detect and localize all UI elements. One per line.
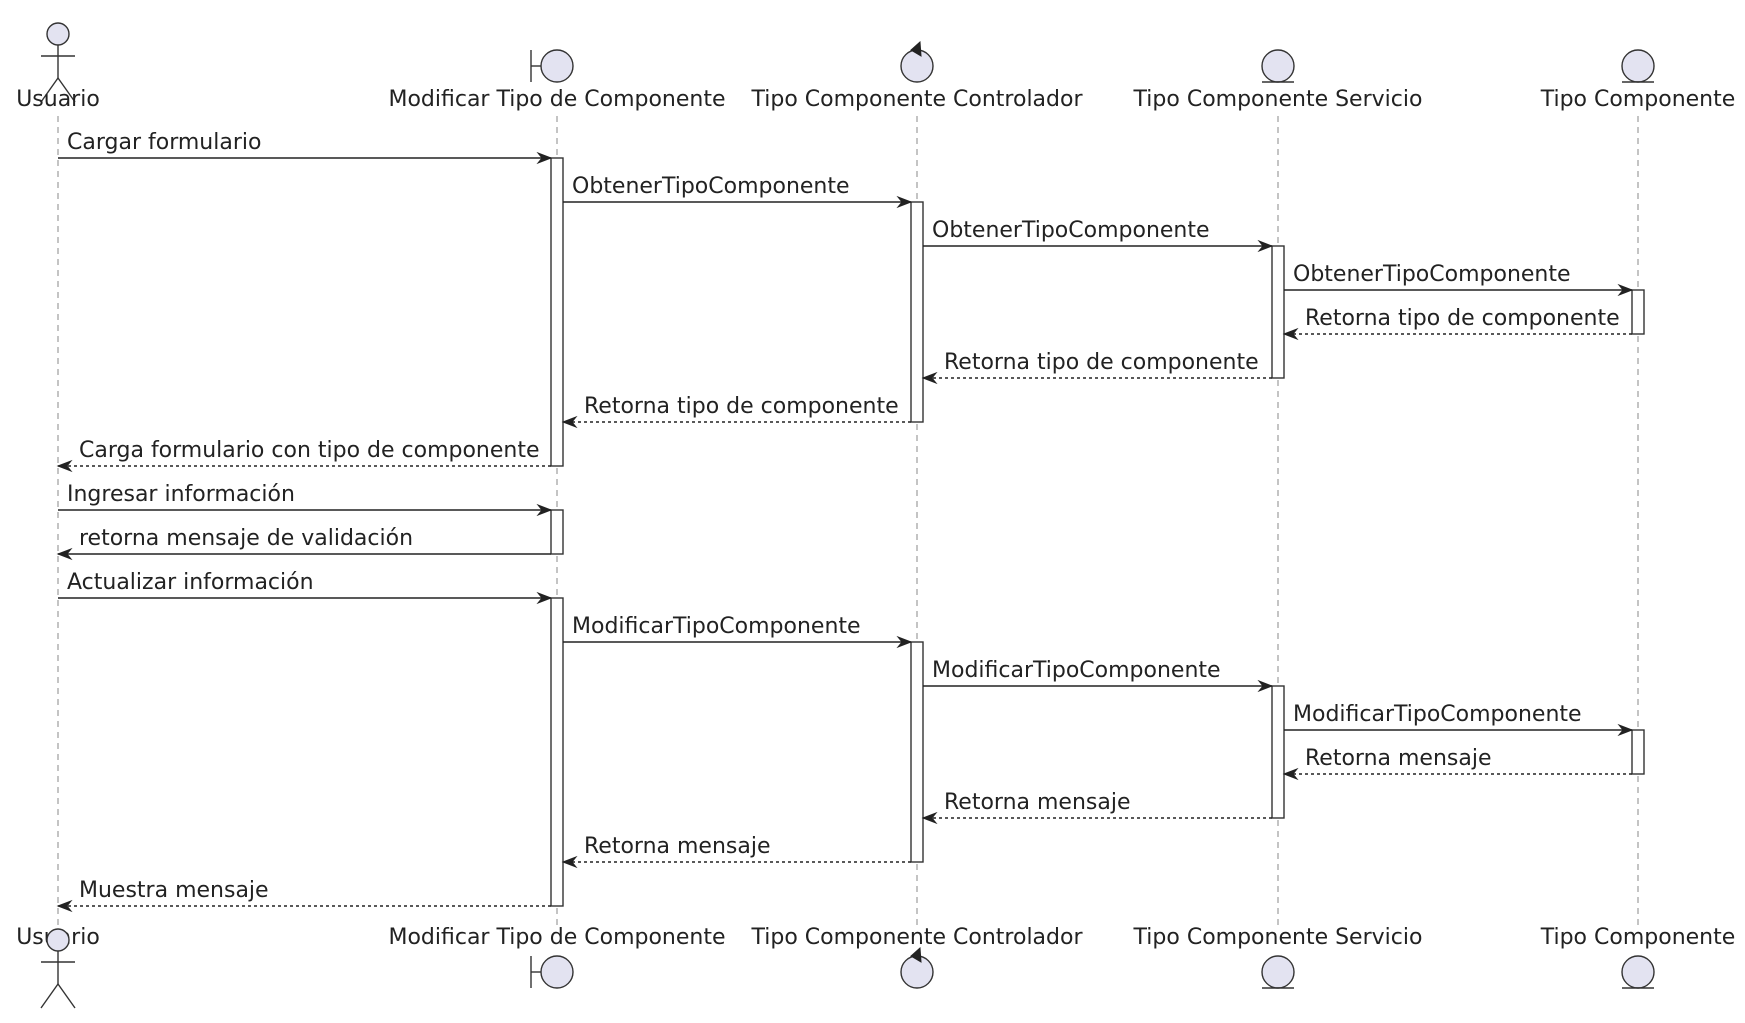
participant-label-bottom: Tipo Componente Controlador xyxy=(750,925,1083,950)
message-label: ObtenerTipoComponente xyxy=(1293,262,1571,287)
message-label: Retorna tipo de componente xyxy=(584,394,899,419)
boundary-icon xyxy=(530,955,574,989)
message: ModificarTipoComponente xyxy=(1284,702,1634,737)
arrowhead-icon xyxy=(561,415,578,429)
arrowhead-icon xyxy=(536,591,553,605)
message: ObtenerTipoComponente xyxy=(923,218,1274,253)
messages: Cargar formularioObtenerTipoComponenteOb… xyxy=(56,130,1634,913)
message-label: Retorna mensaje xyxy=(944,790,1131,815)
message: retorna mensaje de validación xyxy=(56,526,551,561)
entity-icon xyxy=(1621,49,1655,83)
message-label: ModificarTipoComponente xyxy=(572,614,861,639)
message: Carga formulario con tipo de componente xyxy=(56,438,551,473)
message-label: Cargar formulario xyxy=(67,130,261,155)
message: ObtenerTipoComponente xyxy=(1284,262,1634,297)
arrowhead-icon xyxy=(896,635,913,649)
message-label: retorna mensaje de validación xyxy=(79,526,413,551)
arrowhead-icon xyxy=(1257,239,1274,253)
arrowhead-icon xyxy=(921,371,938,385)
activation-bar-servicio xyxy=(1271,685,1285,819)
participant-label-top: Tipo Componente Servicio xyxy=(1133,87,1423,112)
arrowhead-icon xyxy=(1617,723,1634,737)
participant-headers: UsuarioUsuarioModificar Tipo de Componen… xyxy=(16,22,1736,1009)
arrowhead-icon xyxy=(1617,283,1634,297)
entity-icon xyxy=(1261,49,1295,83)
message: ObtenerTipoComponente xyxy=(563,174,913,209)
activation-bar-servicio xyxy=(1271,245,1285,379)
participant-label-top: Usuario xyxy=(16,87,100,112)
arrowhead-icon xyxy=(536,503,553,517)
message-label: ObtenerTipoComponente xyxy=(572,174,850,199)
message: Retorna mensaje xyxy=(561,834,911,869)
message-label: Retorna mensaje xyxy=(584,834,771,859)
arrowhead-icon xyxy=(1257,679,1274,693)
message-label: Retorna tipo de componente xyxy=(1305,306,1620,331)
participant-label-top: Modificar Tipo de Componente xyxy=(388,87,725,112)
activation-bar-modificar xyxy=(550,597,564,907)
message: Muestra mensaje xyxy=(56,878,551,913)
arrowhead-icon xyxy=(896,195,913,209)
control-icon xyxy=(900,946,934,989)
actor-icon xyxy=(40,22,76,103)
entity-icon xyxy=(1261,955,1295,989)
participant-label-top: Tipo Componente xyxy=(1540,87,1736,112)
message: Retorna tipo de componente xyxy=(561,394,911,429)
participant-label-bottom: Modificar Tipo de Componente xyxy=(388,925,725,950)
arrowhead-icon xyxy=(56,547,73,561)
activation-bar-tipo xyxy=(1631,729,1645,775)
message: Retorna mensaje xyxy=(921,790,1272,825)
participant-label-bottom: Tipo Componente Servicio xyxy=(1133,925,1423,950)
lifelines xyxy=(57,116,1639,930)
message-label: Muestra mensaje xyxy=(79,878,269,903)
arrowhead-icon xyxy=(1282,327,1299,341)
activation-bar-modificar xyxy=(550,157,564,467)
message: Retorna tipo de componente xyxy=(921,350,1272,385)
activation-bar-controlador xyxy=(910,201,924,423)
entity-icon xyxy=(1621,955,1655,989)
message-label: ModificarTipoComponente xyxy=(1293,702,1582,727)
activation-bar-controlador xyxy=(910,641,924,863)
message-label: Retorna tipo de componente xyxy=(944,350,1259,375)
message: ModificarTipoComponente xyxy=(563,614,913,649)
participant-label-top: Tipo Componente Controlador xyxy=(750,87,1083,112)
message: Actualizar información xyxy=(58,570,553,605)
message-label: ModificarTipoComponente xyxy=(932,658,1221,683)
activation-bar-tipo xyxy=(1631,289,1645,335)
message: ModificarTipoComponente xyxy=(923,658,1274,693)
arrowhead-icon xyxy=(1282,767,1299,781)
message-label: Retorna mensaje xyxy=(1305,746,1492,771)
message-label: Actualizar información xyxy=(67,570,314,595)
control-icon xyxy=(900,40,934,83)
arrowhead-icon xyxy=(56,899,73,913)
activation-bars xyxy=(550,157,1645,907)
arrowhead-icon xyxy=(561,855,578,869)
arrowhead-icon xyxy=(536,151,553,165)
message-label: Carga formulario con tipo de componente xyxy=(79,438,540,463)
message: Retorna mensaje xyxy=(1282,746,1632,781)
message: Cargar formulario xyxy=(58,130,553,165)
message: Ingresar información xyxy=(58,482,553,517)
arrowhead-icon xyxy=(921,811,938,825)
actor-icon xyxy=(40,928,76,1009)
activation-bar-modificar xyxy=(550,509,564,555)
message-label: ObtenerTipoComponente xyxy=(932,218,1210,243)
message-label: Ingresar información xyxy=(67,482,295,507)
message: Retorna tipo de componente xyxy=(1282,306,1632,341)
participant-label-bottom: Tipo Componente xyxy=(1540,925,1736,950)
arrowhead-icon xyxy=(56,459,73,473)
boundary-icon xyxy=(530,49,574,83)
